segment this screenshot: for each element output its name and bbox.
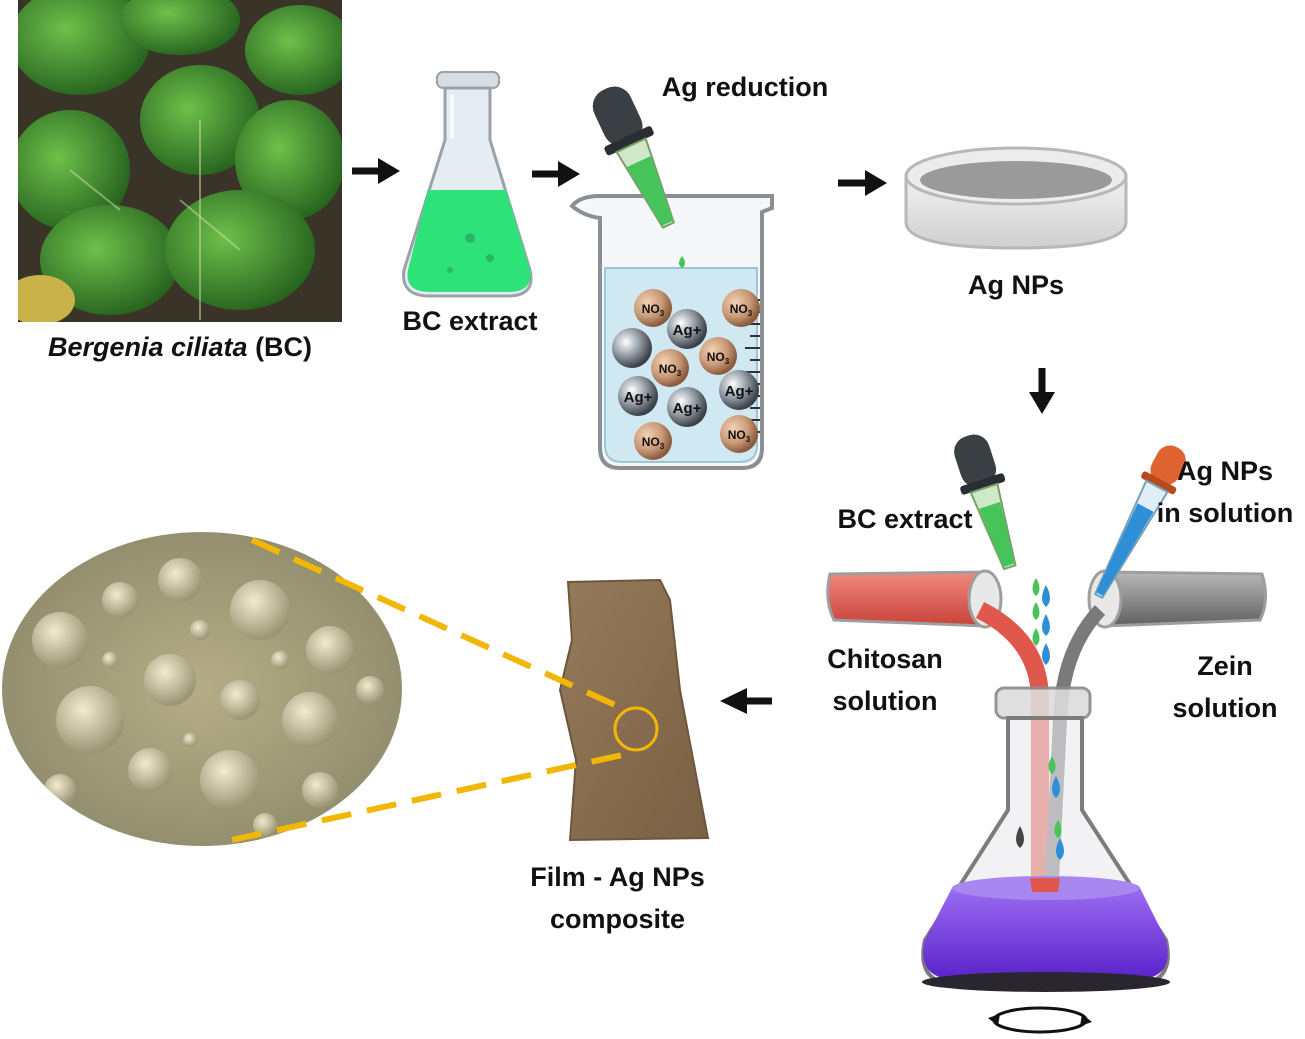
mixing-flask: [921, 686, 1170, 992]
nitrate-ion: NO3: [634, 289, 672, 327]
rotation-icon: [988, 1006, 1092, 1034]
dropper-bc-extract: [954, 434, 1017, 571]
microscopy-image: [2, 532, 402, 846]
extract-flask: [402, 71, 533, 298]
silver-ion: Ag+: [719, 370, 759, 410]
svg-text:Ag+: Ag+: [725, 383, 754, 400]
chitosan-line1: Chitosan: [827, 644, 943, 674]
plant-name: Bergenia ciliata: [47, 332, 248, 362]
zoom-lines: [231, 537, 637, 843]
bc-extract-label-2: BC extract: [837, 504, 973, 534]
film-label: Film - Ag NPs composite: [510, 856, 725, 940]
arrow-left: [720, 688, 772, 714]
nitrate-ion: NO3: [634, 422, 672, 460]
silver-ion: Ag+: [667, 387, 707, 427]
silver-atom: [612, 328, 652, 368]
chitosan-label: Chitosan solution: [810, 638, 960, 722]
nitrate-ion: NO3: [722, 289, 760, 327]
arrow-down: [1029, 368, 1055, 414]
nitrate-ion: NO3: [720, 415, 758, 453]
silver-ion: Ag+: [618, 376, 658, 416]
chitosan-line2: solution: [832, 686, 938, 716]
nitrate-ion: NO3: [699, 337, 737, 375]
film-line1: Film - Ag NPs: [530, 862, 705, 892]
zein-label: Zein solution: [1150, 645, 1300, 729]
svg-text:NO3: NO3: [707, 350, 730, 366]
droplets: [1016, 578, 1064, 860]
ag-reduction-label: Ag reduction: [661, 72, 829, 102]
zein-line1: Zein: [1197, 651, 1253, 681]
ag-nps-solution-line2: in solution: [1156, 498, 1294, 528]
dropper-green: [592, 86, 685, 268]
arrow-right-1: [352, 158, 400, 184]
pipette-ag-nps: [1093, 445, 1186, 600]
film-composite: [558, 578, 710, 842]
arrow-right-2: [532, 161, 580, 187]
svg-text:NO3: NO3: [730, 302, 753, 318]
plant-abbrev: (BC): [255, 332, 313, 362]
svg-text:NO3: NO3: [728, 428, 751, 444]
plant-photo: [18, 0, 342, 322]
svg-text:NO3: NO3: [659, 362, 682, 378]
ag-nps-label: Ag NPs: [967, 270, 1065, 300]
svg-text:NO3: NO3: [642, 435, 665, 451]
svg-text:NO3: NO3: [642, 302, 665, 318]
ag-nps-solution-label: Ag NPs in solution: [1145, 450, 1305, 534]
bc-extract-label: BC extract: [402, 306, 538, 336]
svg-text:Ag+: Ag+: [673, 400, 702, 417]
zein-line2: solution: [1172, 693, 1278, 723]
ag-nps-solution-line1: Ag NPs: [1176, 456, 1274, 486]
svg-text:Ag+: Ag+: [624, 389, 653, 406]
silver-ion: Ag+: [667, 309, 707, 349]
arrow-right-3: [838, 170, 887, 196]
nitrate-ion: NO3: [651, 349, 689, 387]
plant-label: Bergenia ciliata (BC): [10, 326, 350, 368]
film-line2: composite: [549, 904, 686, 934]
petri-dish: [904, 146, 1128, 250]
svg-text:Ag+: Ag+: [673, 322, 702, 339]
